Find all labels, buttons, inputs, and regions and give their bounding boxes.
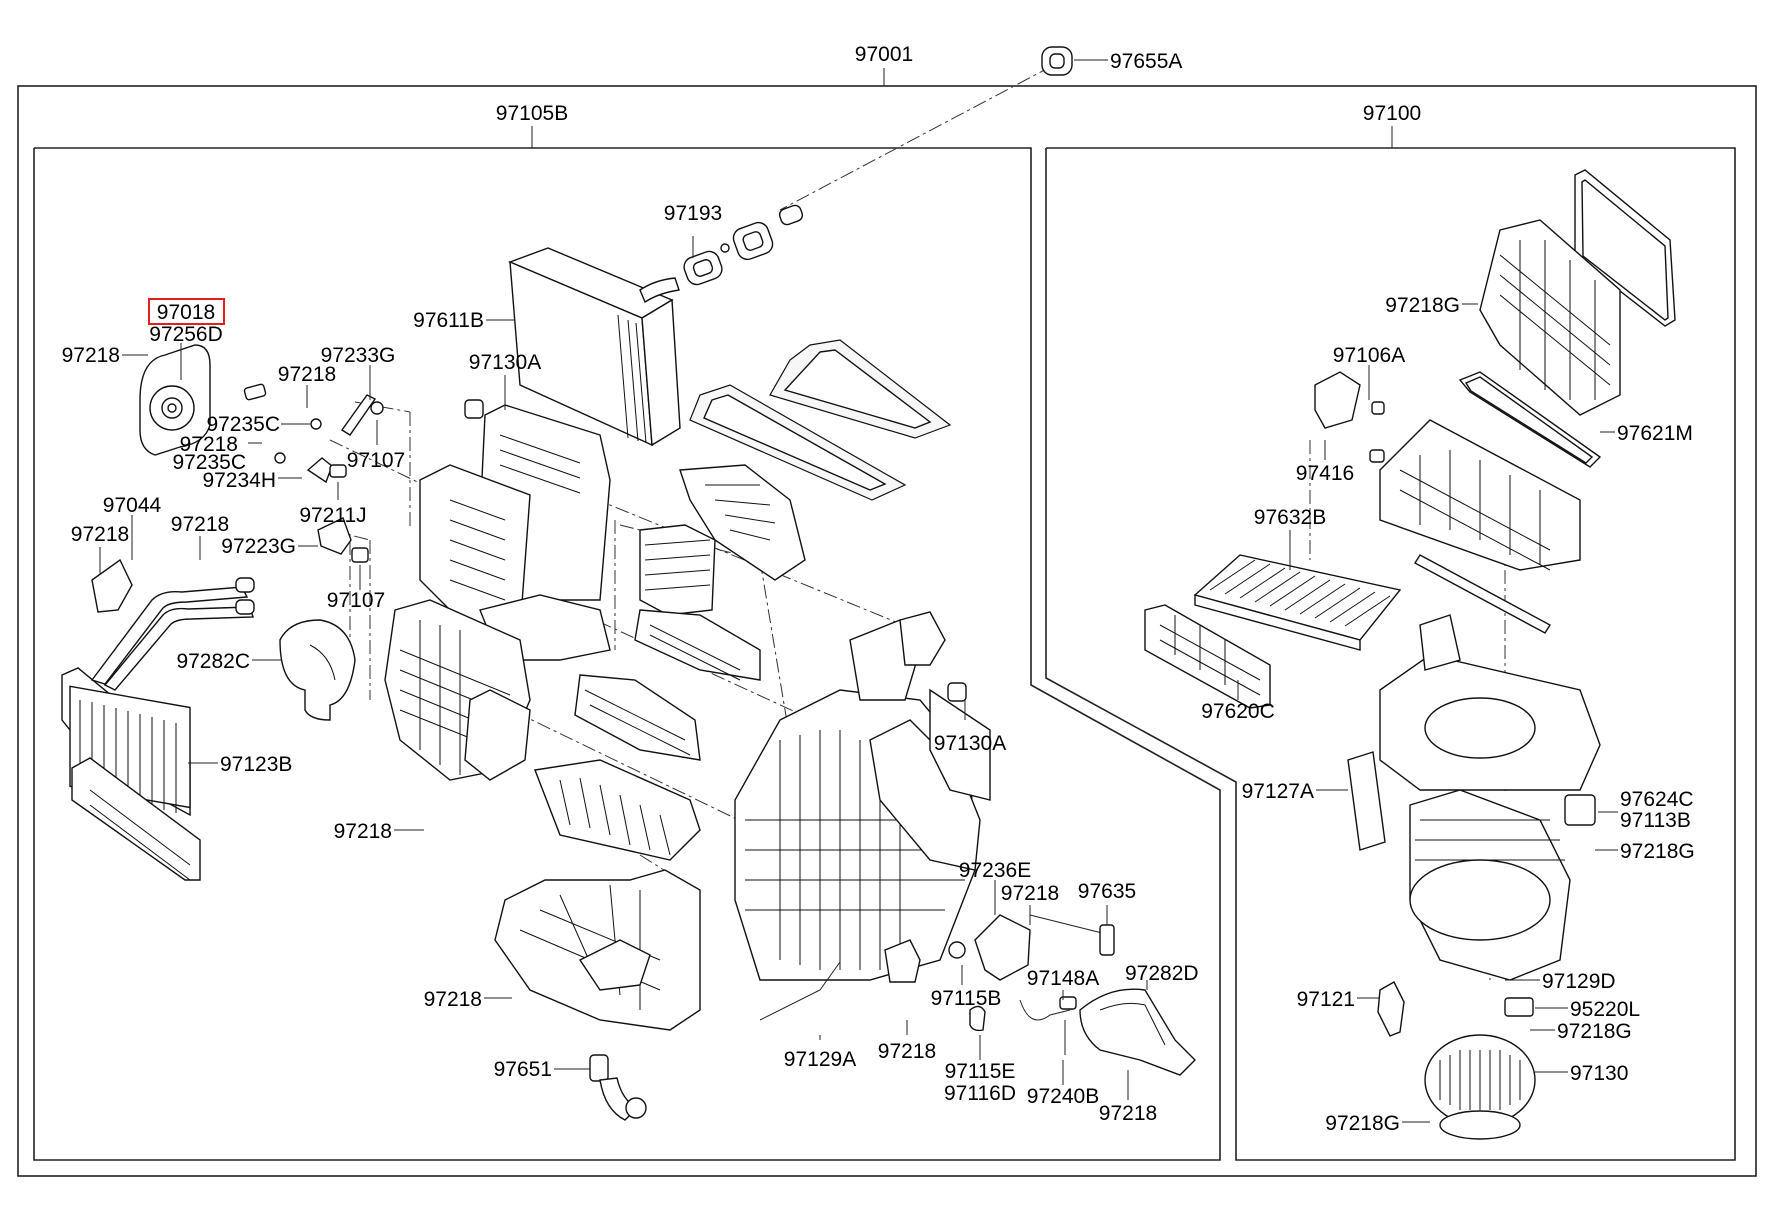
- part-label-97635[interactable]: 97635: [1078, 880, 1136, 903]
- part-sketches-left: [61, 46, 1196, 1121]
- section-right-frame: [1045, 147, 1736, 1161]
- part-label-97130A[interactable]: 97130A: [469, 351, 541, 374]
- part-labels: 97655A 97193 97018 97256D 97218 97233G 9…: [62, 50, 1695, 1135]
- part-label-97130[interactable]: 97130: [1570, 1062, 1628, 1085]
- part-label-97233G[interactable]: 97233G: [321, 344, 396, 367]
- part-label-97130A[interactable]: 97130A: [934, 732, 1006, 755]
- assembly-label[interactable]: 97001: [855, 43, 913, 66]
- part-label-97218[interactable]: 97218: [878, 1040, 936, 1063]
- part-label-97611B[interactable]: 97611B: [413, 309, 484, 332]
- part-label-97240B[interactable]: 97240B: [1027, 1085, 1099, 1108]
- part-label-97218[interactable]: 97218: [334, 820, 392, 843]
- part-label-97115E[interactable]: 97115E: [945, 1060, 1016, 1083]
- part-label-97620C[interactable]: 97620C: [1201, 700, 1275, 723]
- highlight-box: [148, 298, 225, 325]
- part-label-97129D[interactable]: 97129D: [1542, 970, 1616, 993]
- part-label-97223G[interactable]: 97223G: [221, 535, 296, 558]
- part-label-97218[interactable]: 97218: [180, 433, 238, 456]
- part-label-97106A[interactable]: 97106A: [1333, 344, 1405, 367]
- part-label-97218G[interactable]: 97218G: [1557, 1020, 1632, 1043]
- part-label-97127A[interactable]: 97127A: [1242, 780, 1314, 803]
- part-label-97218[interactable]: 97218: [62, 344, 120, 367]
- part-label-97116D[interactable]: 97116D: [944, 1082, 1016, 1105]
- part-label-97148A[interactable]: 97148A: [1027, 967, 1099, 990]
- part-label-97282C[interactable]: 97282C: [176, 650, 250, 673]
- part-label-97218[interactable]: 97218: [71, 523, 129, 546]
- part-label-97218G[interactable]: 97218G: [1385, 294, 1460, 317]
- part-label-97218[interactable]: 97218: [171, 513, 229, 536]
- part-label-97218[interactable]: 97218: [1099, 1102, 1157, 1125]
- section-left-frame: [33, 147, 1221, 1161]
- part-label-97651[interactable]: 97651: [494, 1058, 552, 1081]
- part-label-97123B[interactable]: 97123B: [220, 753, 292, 776]
- leader-lines: [99, 59, 1618, 1123]
- part-label-97129A[interactable]: 97129A: [784, 1048, 856, 1071]
- part-label-97115B[interactable]: 97115B: [931, 987, 1002, 1010]
- section-right-label[interactable]: 97100: [1363, 102, 1421, 125]
- part-label-97632B[interactable]: 97632B: [1254, 506, 1326, 529]
- part-label-97621M[interactable]: 97621M: [1617, 422, 1693, 445]
- part-label-97624C[interactable]: 97624C: [1620, 788, 1694, 811]
- section-left-label[interactable]: 97105B: [496, 102, 568, 125]
- part-label-97113B[interactable]: 97113B: [1620, 809, 1691, 832]
- part-label-97655A[interactable]: 97655A: [1110, 50, 1182, 73]
- part-label-97235C[interactable]: 97235C: [172, 451, 246, 474]
- part-label-97211J[interactable]: 97211J: [299, 504, 366, 527]
- part-label-97107[interactable]: 97107: [347, 449, 405, 472]
- part-label-97236E[interactable]: 97236E: [959, 859, 1031, 882]
- assembly-frame: [17, 85, 1757, 1177]
- part-label-97256D[interactable]: 97256D: [149, 323, 223, 346]
- part-label-97235C[interactable]: 97235C: [206, 413, 280, 436]
- part-label-97282D[interactable]: 97282D: [1125, 962, 1199, 985]
- part-label-97121[interactable]: 97121: [1297, 988, 1355, 1011]
- part-sketches-right: [1144, 169, 1676, 1140]
- part-label-97107[interactable]: 97107: [327, 589, 385, 612]
- part-label-97018[interactable]: 97018: [157, 301, 215, 324]
- part-label-97218G[interactable]: 97218G: [1325, 1112, 1400, 1135]
- part-label-97218[interactable]: 97218: [278, 363, 336, 386]
- part-label-95220L[interactable]: 95220L: [1570, 998, 1640, 1021]
- part-label-97193[interactable]: 97193: [664, 202, 722, 225]
- part-label-97044[interactable]: 97044: [103, 494, 162, 517]
- part-label-97234H[interactable]: 97234H: [202, 469, 276, 492]
- part-label-97218G[interactable]: 97218G: [1620, 840, 1695, 863]
- part-label-97218[interactable]: 97218: [1001, 882, 1059, 905]
- part-label-97416[interactable]: 97416: [1296, 462, 1354, 485]
- part-label-97218[interactable]: 97218: [424, 988, 482, 1011]
